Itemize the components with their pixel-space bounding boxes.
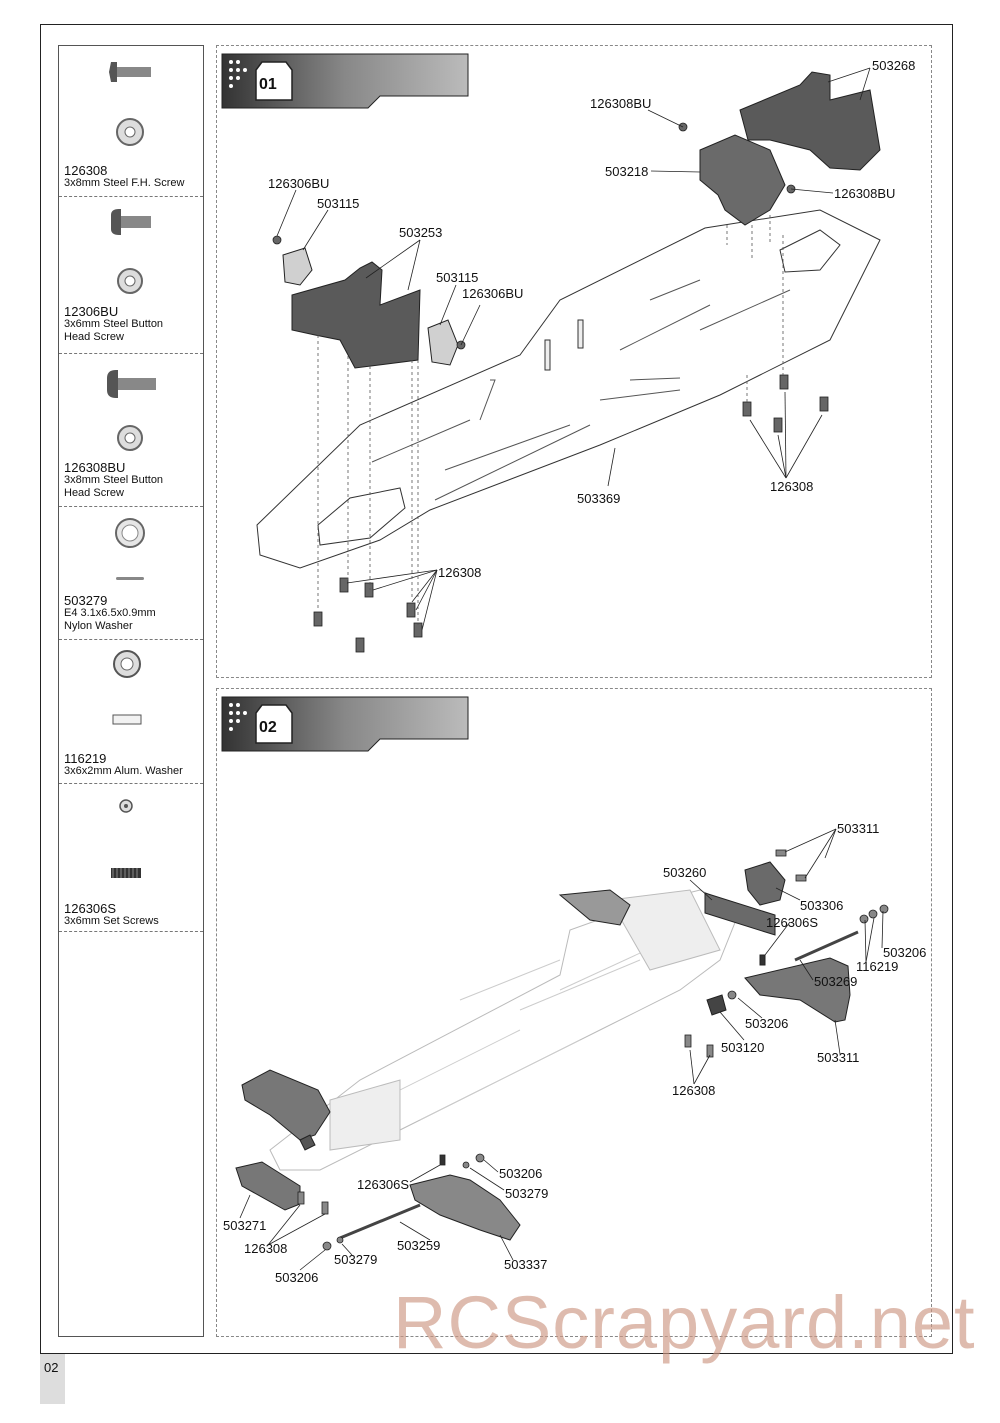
step-01-guides <box>317 215 784 625</box>
step-02-front-parts <box>558 861 851 1023</box>
step-01-panel <box>216 45 932 678</box>
callout-503279: 503279 <box>334 1252 378 1267</box>
step-02-chassis-plate <box>269 889 741 1171</box>
part-desc: 3x8mm Steel Button <box>64 474 164 486</box>
flat-head-screw-icon <box>109 62 151 146</box>
callout-126308: 126308 <box>672 1083 716 1098</box>
callout-126308BU: 126308BU <box>590 96 652 111</box>
callout-503260: 503260 <box>663 865 707 880</box>
callout-503311: 503311 <box>837 821 880 836</box>
callout-503120: 503120 <box>721 1040 765 1055</box>
callout-503369: 503369 <box>577 491 621 506</box>
step-02-rear-hardware <box>297 1153 485 1251</box>
step-02-header <box>221 696 469 752</box>
callout-503268: 503268 <box>872 58 916 73</box>
callout-503253: 503253 <box>399 225 443 240</box>
callout-503115: 503115 <box>317 196 360 211</box>
parts-bag-icon <box>255 704 293 744</box>
part-number: 503279 <box>64 593 108 608</box>
part-desc: Nylon Washer <box>64 620 133 632</box>
step-01-header <box>221 53 469 109</box>
callout-126308: 126308 <box>244 1241 288 1256</box>
set-screw-icon <box>111 799 141 878</box>
callout-503206: 503206 <box>745 1016 789 1031</box>
callout-503115: 503115 <box>436 270 479 285</box>
part-desc: 3x6mm Set Screws <box>64 915 159 927</box>
callout-503206: 503206 <box>499 1166 543 1181</box>
step-01-number: 01 <box>259 76 277 93</box>
part-desc: Head Screw <box>64 331 124 343</box>
callout-116219: 116219 <box>856 959 899 974</box>
step-02-hinge-pin-rear <box>339 1203 421 1240</box>
callout-126308: 126308 <box>770 479 814 494</box>
part-number: 126306S <box>64 901 117 916</box>
step-02-rear-parts <box>235 1069 521 1241</box>
step-02-panel <box>216 688 932 1337</box>
nylon-washer-icon <box>115 518 145 580</box>
page-number: 02 <box>40 1354 65 1404</box>
callout-503306: 503306 <box>800 898 844 913</box>
callout-503271: 503271 <box>223 1218 267 1233</box>
step-02-hinge-pin-front <box>794 930 859 962</box>
callout-503279: 503279 <box>505 1186 549 1201</box>
part-desc: 3x6mm Steel Button <box>64 318 164 330</box>
callout-503337: 503337 <box>504 1257 548 1272</box>
callout-126306S: 126306S <box>357 1177 410 1192</box>
callout-126308BU: 126308BU <box>834 186 896 201</box>
step-01-front-mounts <box>699 71 881 226</box>
callout-126306BU: 126306BU <box>462 286 524 301</box>
step-02-front-hardware <box>684 849 889 1058</box>
callout-126308: 126308 <box>438 565 482 580</box>
aluminum-washer-icon <box>112 650 142 725</box>
part-number: 12306BU <box>64 304 119 319</box>
part-number: 126308BU <box>64 460 126 475</box>
callout-126306BU: 126306BU <box>268 176 330 191</box>
step-02-number: 02 <box>259 719 277 736</box>
button-head-screw-icon <box>111 209 151 294</box>
step-01-rear-mounts <box>282 247 459 369</box>
callout-126306S: 126306S <box>766 915 819 930</box>
watermark: RCScrapyard.net <box>393 1281 976 1364</box>
callout-503259: 503259 <box>397 1238 441 1253</box>
page-frame <box>40 24 953 1354</box>
callout-503206: 503206 <box>275 1270 319 1285</box>
callout-503218: 503218 <box>605 164 649 179</box>
step-02-leaders <box>239 828 884 1271</box>
parts-bag-icon <box>255 61 293 101</box>
part-desc: 3x6x2mm Alum. Washer <box>64 765 183 777</box>
part-desc: Head Screw <box>64 487 124 499</box>
button-head-screw-icon <box>107 370 156 451</box>
callout-503269: 503269 <box>814 974 858 989</box>
step-01-chassis-plate <box>256 209 881 569</box>
part-desc: 3x8mm Steel F.H. Screw <box>64 177 185 189</box>
step-01-leaders <box>276 67 871 631</box>
callout-503311: 503311 <box>817 1050 860 1065</box>
part-number: 126308 <box>64 163 108 178</box>
callout-503206: 503206 <box>883 945 927 960</box>
part-number: 116219 <box>64 751 107 766</box>
part-desc: E4 3.1x6.5x0.9mm <box>64 607 156 619</box>
